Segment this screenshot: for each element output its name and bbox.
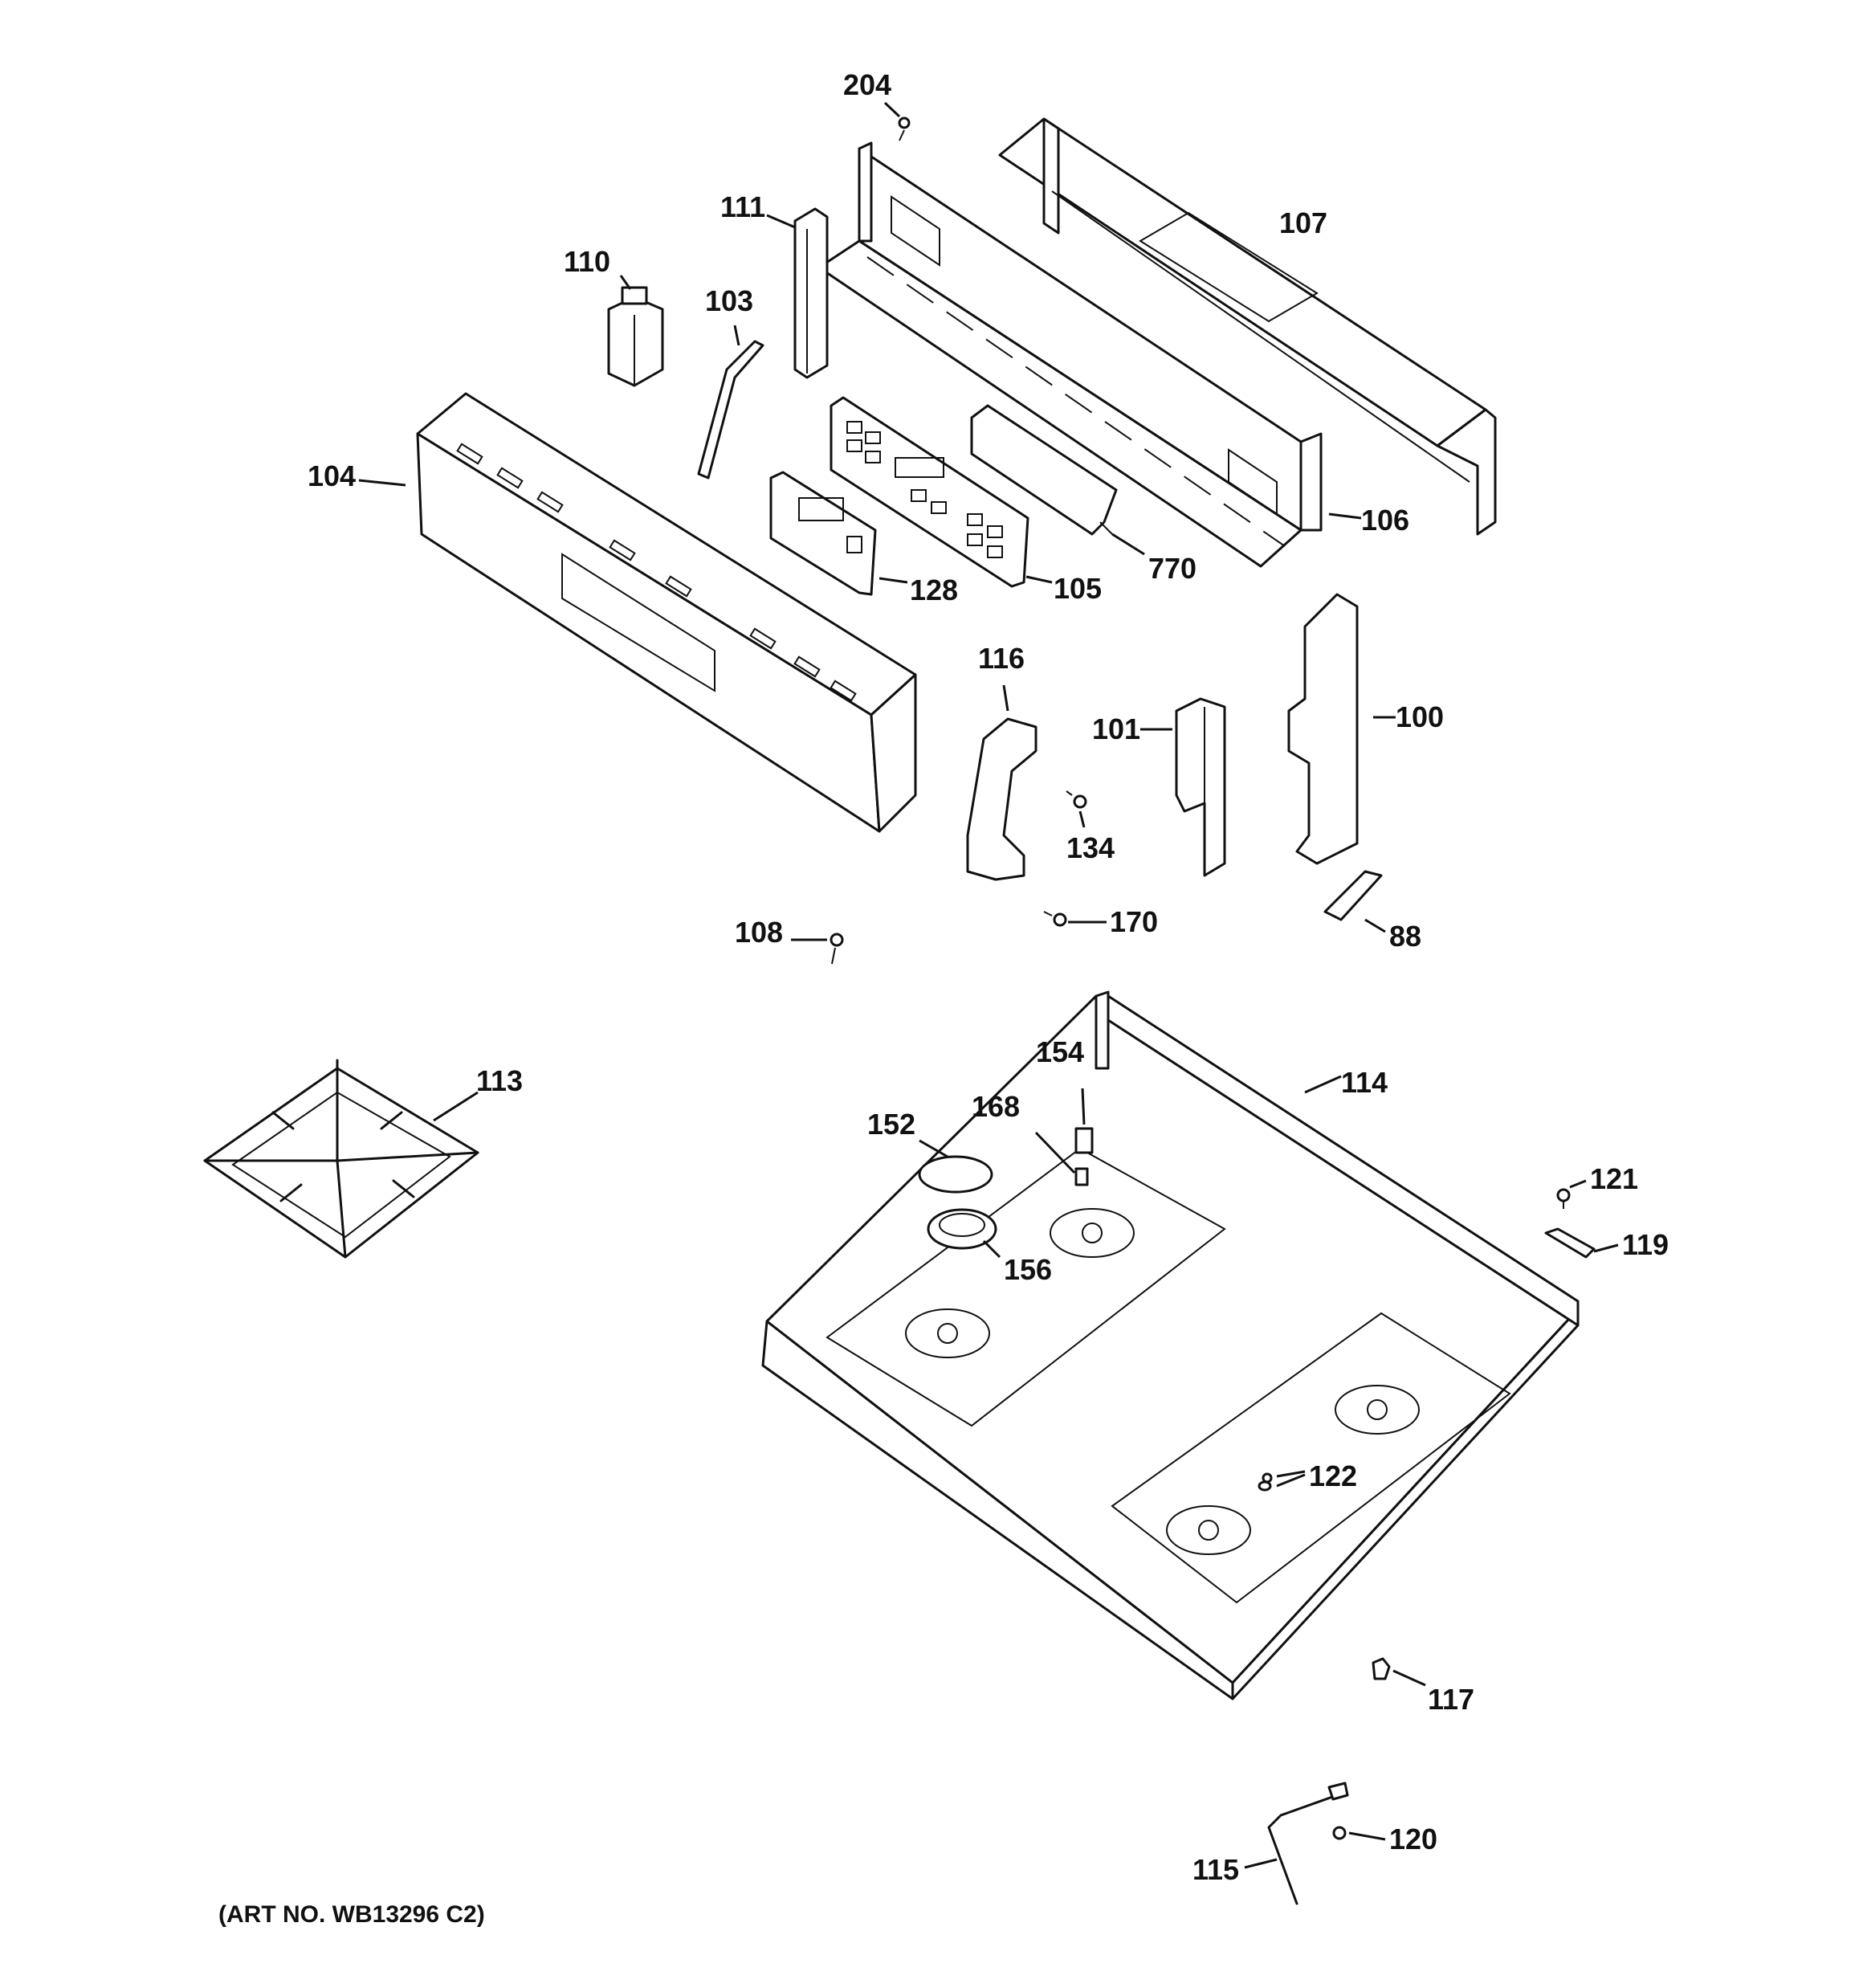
- part-88-spacer: [1323, 870, 1383, 921]
- label-152: 152: [867, 1108, 915, 1141]
- label-120: 120: [1389, 1823, 1437, 1855]
- label-122: 122: [1309, 1459, 1357, 1492]
- label-170: 170: [1110, 905, 1158, 938]
- part-168-screw: [1074, 1167, 1089, 1186]
- part-110-relay: [607, 286, 664, 387]
- label-104: 104: [308, 459, 356, 492]
- part-122-screws: [1258, 1472, 1273, 1492]
- label-128: 128: [910, 574, 958, 606]
- label-103: 103: [705, 284, 753, 317]
- label-117: 117: [1428, 1683, 1474, 1716]
- part-154-orifice: [1074, 1127, 1094, 1154]
- leader-lines: [358, 101, 1619, 1869]
- part-128-overlay: [769, 471, 877, 596]
- label-116: 116: [978, 642, 1025, 675]
- part-106-backsplash: [817, 141, 1323, 568]
- art-number: (ART NO. WB13296 C2): [218, 1901, 485, 1928]
- label-111: 111: [720, 190, 765, 223]
- label-119: 119: [1622, 1228, 1669, 1261]
- part-770-cover: [970, 404, 1118, 536]
- part-204-screw: [898, 116, 911, 141]
- part-121-screw: [1556, 1188, 1571, 1209]
- part-170-screw: [1043, 911, 1067, 927]
- part-101-bracket: [1175, 697, 1226, 877]
- label-88: 88: [1389, 920, 1421, 953]
- part-116-end-cap: [966, 717, 1037, 881]
- part-100-end-cap: [1287, 593, 1359, 865]
- part-113-grate: [203, 1059, 479, 1259]
- part-107-rear-trim: [998, 117, 1497, 536]
- part-119-bracket: [1544, 1227, 1596, 1259]
- part-105-control-board: [830, 396, 1029, 588]
- label-105: 105: [1054, 572, 1102, 605]
- label-114: 114: [1341, 1066, 1388, 1099]
- part-103-strap: [697, 340, 764, 480]
- label-154: 154: [1036, 1035, 1084, 1068]
- part-108-screw: [830, 933, 844, 965]
- label-121: 121: [1590, 1162, 1638, 1195]
- label-115: 115: [1192, 1853, 1239, 1886]
- part-152-burner-cap: [918, 1155, 993, 1194]
- part-labels: 204 107 111 110 103 104 106 128 105 770 …: [218, 68, 1669, 1928]
- part-111-bracket: [793, 207, 829, 379]
- label-107: 107: [1279, 206, 1327, 239]
- part-104-control-panel: [416, 392, 917, 833]
- part-115-rod: [1267, 1782, 1349, 1905]
- label-110: 110: [564, 245, 610, 278]
- label-101: 101: [1092, 712, 1140, 745]
- label-204: 204: [843, 68, 891, 101]
- label-156: 156: [1004, 1253, 1052, 1286]
- label-108: 108: [735, 916, 783, 949]
- label-113: 113: [476, 1064, 523, 1097]
- label-100: 100: [1396, 700, 1444, 733]
- part-117-nut: [1372, 1657, 1391, 1680]
- label-168: 168: [972, 1090, 1020, 1123]
- part-120-screw: [1332, 1826, 1347, 1840]
- part-134-screw: [1066, 790, 1087, 809]
- part-156-burner-head: [927, 1208, 997, 1250]
- label-770: 770: [1148, 552, 1196, 585]
- part-114-cooktop: [761, 990, 1580, 1700]
- label-134: 134: [1066, 831, 1115, 864]
- label-106: 106: [1361, 504, 1409, 537]
